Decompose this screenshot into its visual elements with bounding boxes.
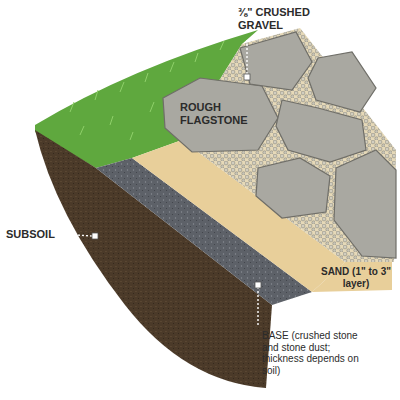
part-label: ROUGH FLAGSTONE xyxy=(180,101,256,126)
part-label: BASE (crushed stone and stone dust; thic… xyxy=(262,330,374,376)
flagstone xyxy=(308,52,376,112)
leader-dot xyxy=(244,74,250,80)
flagstone xyxy=(276,100,366,162)
leader-lines xyxy=(58,40,258,326)
leader-dots xyxy=(92,74,261,288)
part-label: SUBSOIL xyxy=(6,228,66,241)
flagstone xyxy=(256,158,330,218)
leader-line xyxy=(257,287,258,326)
leader-dot xyxy=(255,282,261,288)
leader-line xyxy=(246,40,247,74)
flagstones xyxy=(163,32,396,258)
part-label: SAND (1" to 3" layer) xyxy=(318,266,394,289)
leader-line xyxy=(58,234,93,236)
flagstone xyxy=(163,78,278,152)
leader-dot xyxy=(92,233,98,239)
flagstone xyxy=(240,32,312,90)
flagstone xyxy=(334,150,396,258)
part-label: ⅜" CRUSHED GRAVEL xyxy=(238,6,330,31)
